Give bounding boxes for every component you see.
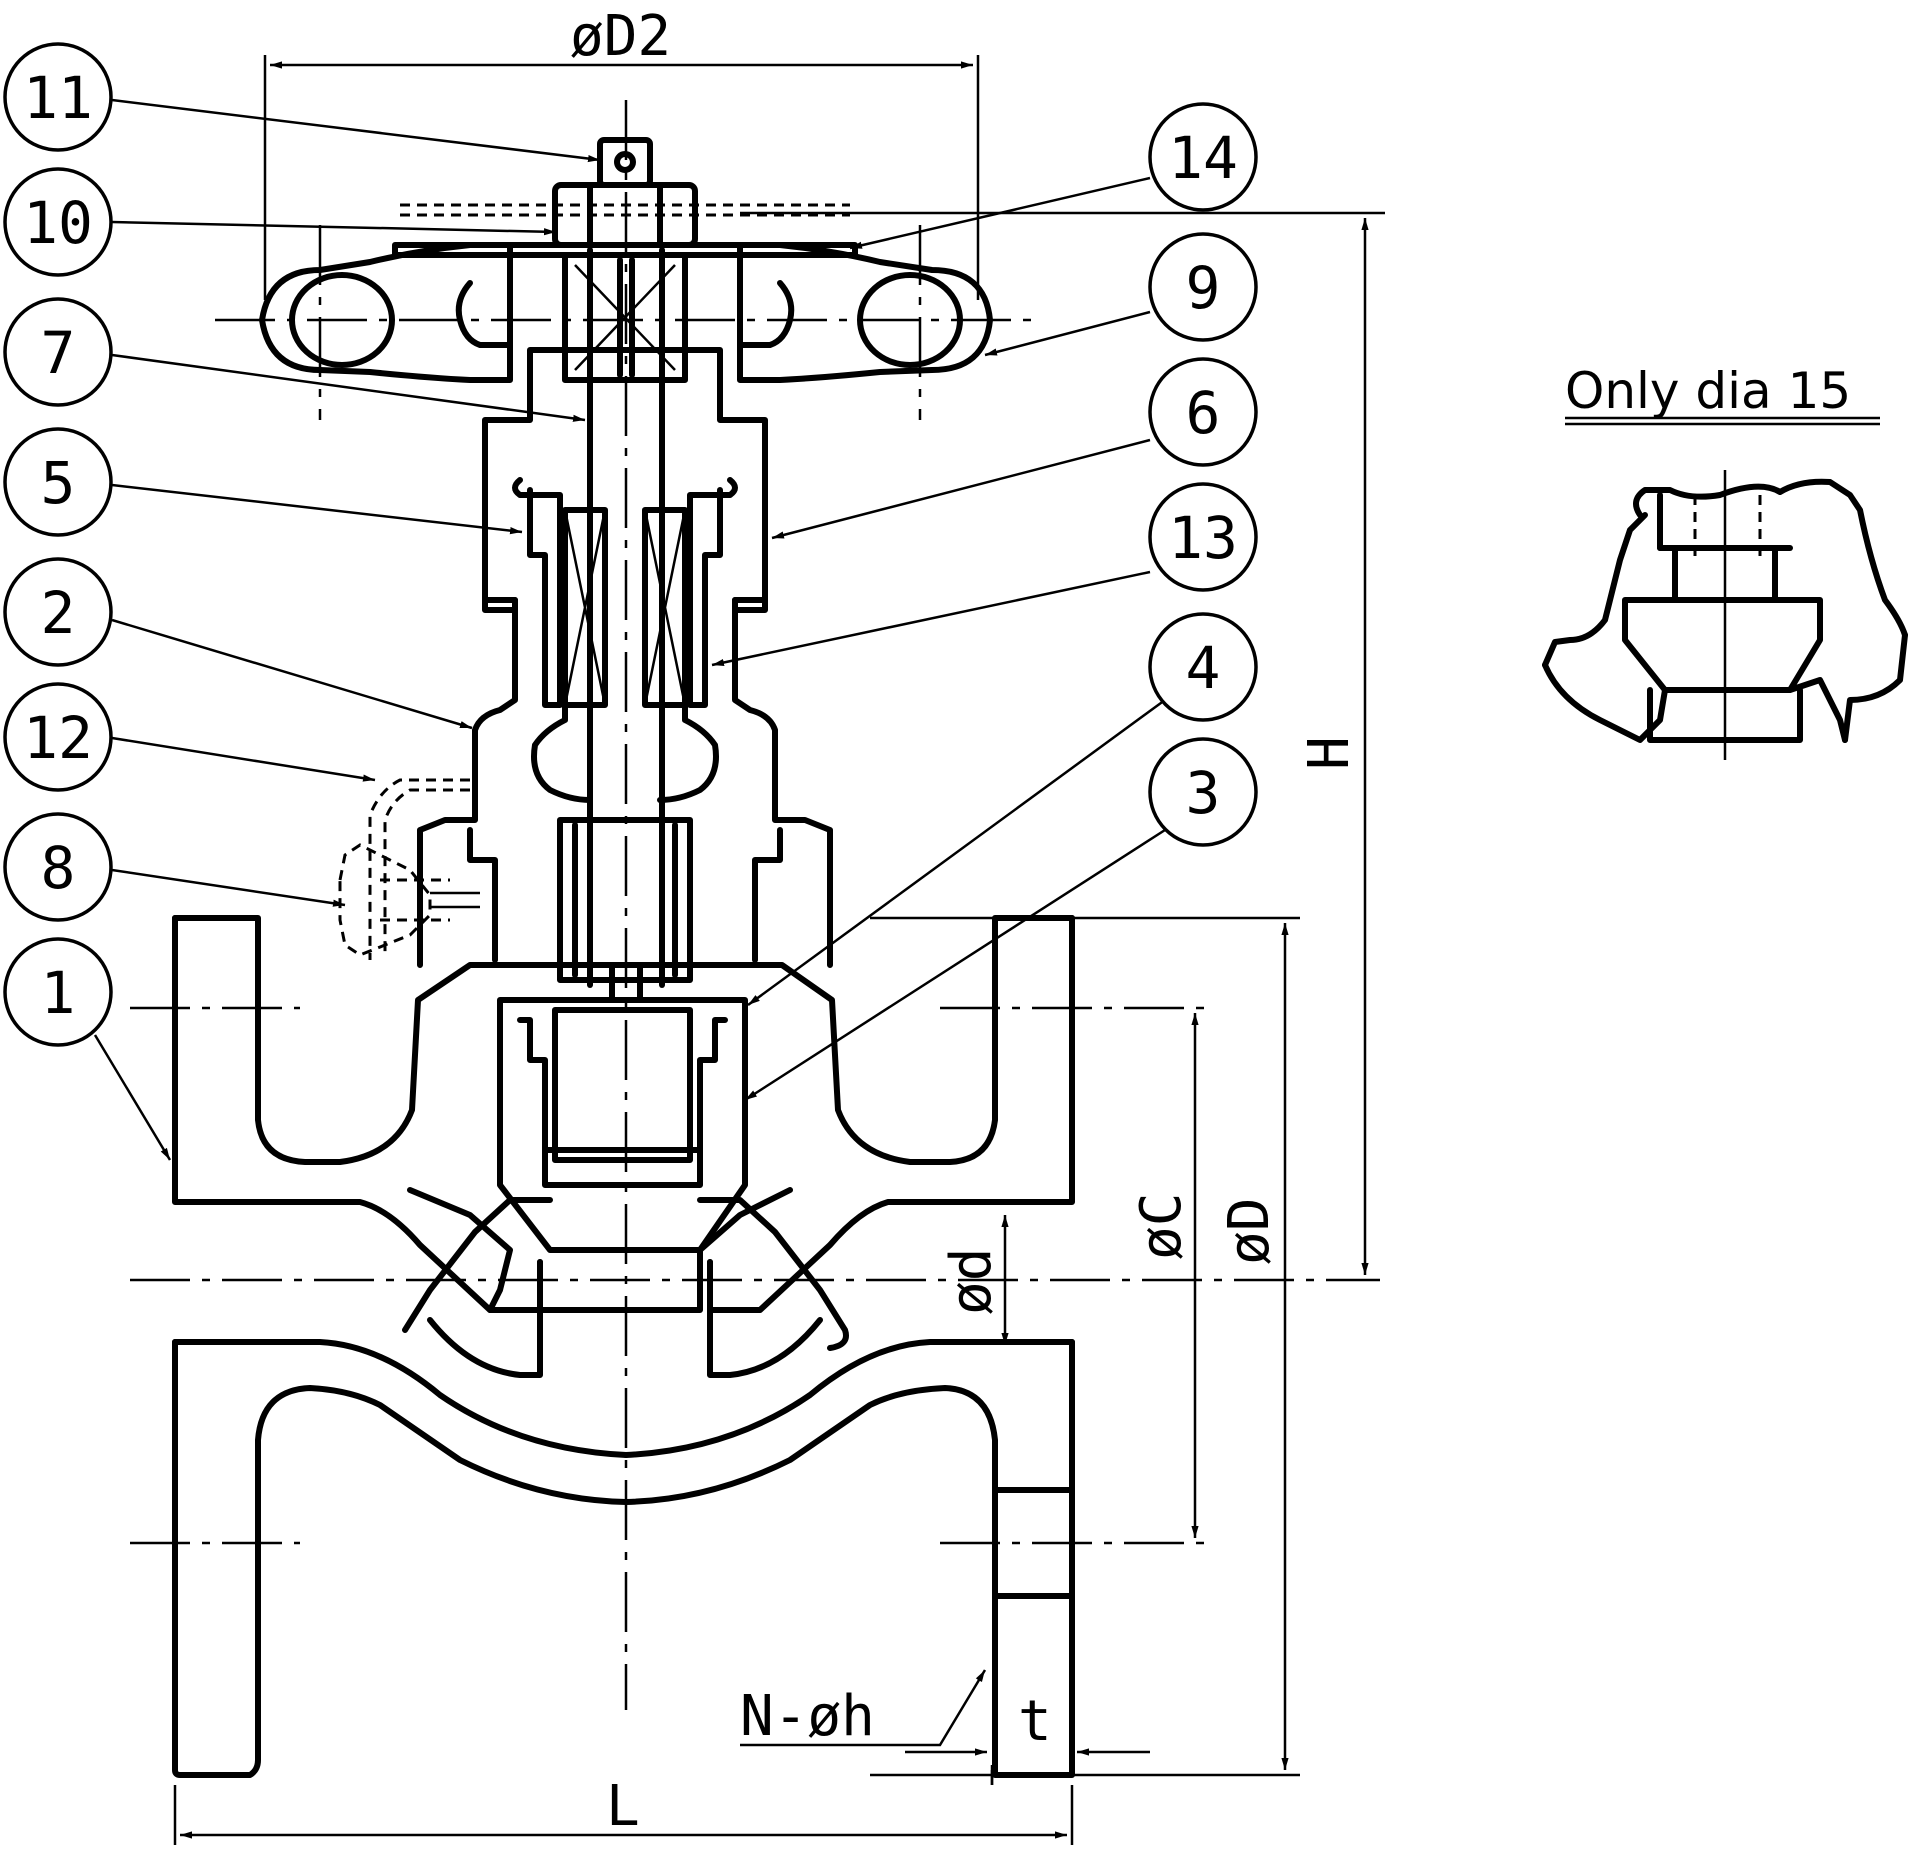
balloon-2: 2 [3,557,113,667]
balloon-8: 8 [3,812,113,922]
dim-handwheel-dia: øD2 [570,4,671,69]
disc [497,997,748,1253]
handwheel [259,242,993,383]
set-screw [338,843,480,957]
svg-text:5: 5 [41,449,76,517]
detail-title: Only dia 15 [1565,362,1851,420]
dimension-lines [173,55,1385,1845]
stem [557,247,693,988]
svg-text:7: 7 [41,319,76,387]
dim-flange-thickness: t [1018,1689,1052,1754]
nameplate [400,203,850,217]
balloon-9: 9 [1148,232,1258,342]
svg-text:2: 2 [41,579,76,647]
balloon-4: 4 [1148,612,1258,722]
svg-text:6: 6 [1186,379,1221,447]
dim-bore-dia: ød [939,1248,1004,1315]
svg-text:12: 12 [23,704,93,772]
grease-fitting [368,778,470,960]
balloon-6: 6 [1148,357,1258,467]
svg-text:9: 9 [1186,254,1221,322]
svg-text:13: 13 [1168,504,1238,572]
svg-text:11: 11 [23,64,93,132]
balloon-3: 3 [1148,737,1258,847]
valve-body [172,915,1075,1778]
gland [482,467,768,708]
svg-text:8: 8 [41,834,76,902]
bonnet [417,347,833,968]
detail-view: Only dia 15 [1542,362,1908,760]
dim-flange-dia: øD [1217,1198,1282,1265]
balloon-13: 13 [1148,482,1258,592]
balloon-14: 14 [1148,102,1258,212]
dim-bolt-circle-dia: øC [1129,1193,1194,1260]
cap-nut [597,137,653,188]
svg-text:14: 14 [1168,124,1238,192]
balloon-11: 11 [3,42,113,152]
balloon-5: 5 [3,427,113,537]
dim-length: L [606,1774,640,1839]
svg-text:1: 1 [41,959,76,1027]
balloon-7: 7 [3,297,113,407]
leader-lines [93,98,1166,1161]
dim-bolt-holes: N-øh [740,1684,875,1749]
balloon-12: 12 [3,682,113,792]
balloon-1: 1 [3,937,113,1047]
balloon-10: 10 [3,167,113,277]
svg-text:4: 4 [1186,634,1221,702]
svg-text:10: 10 [23,189,93,257]
dim-height: H [1297,736,1362,770]
dimension-labels: øD2 H ød øC øD N-øh t L [570,4,1362,1839]
svg-text:3: 3 [1186,759,1221,827]
